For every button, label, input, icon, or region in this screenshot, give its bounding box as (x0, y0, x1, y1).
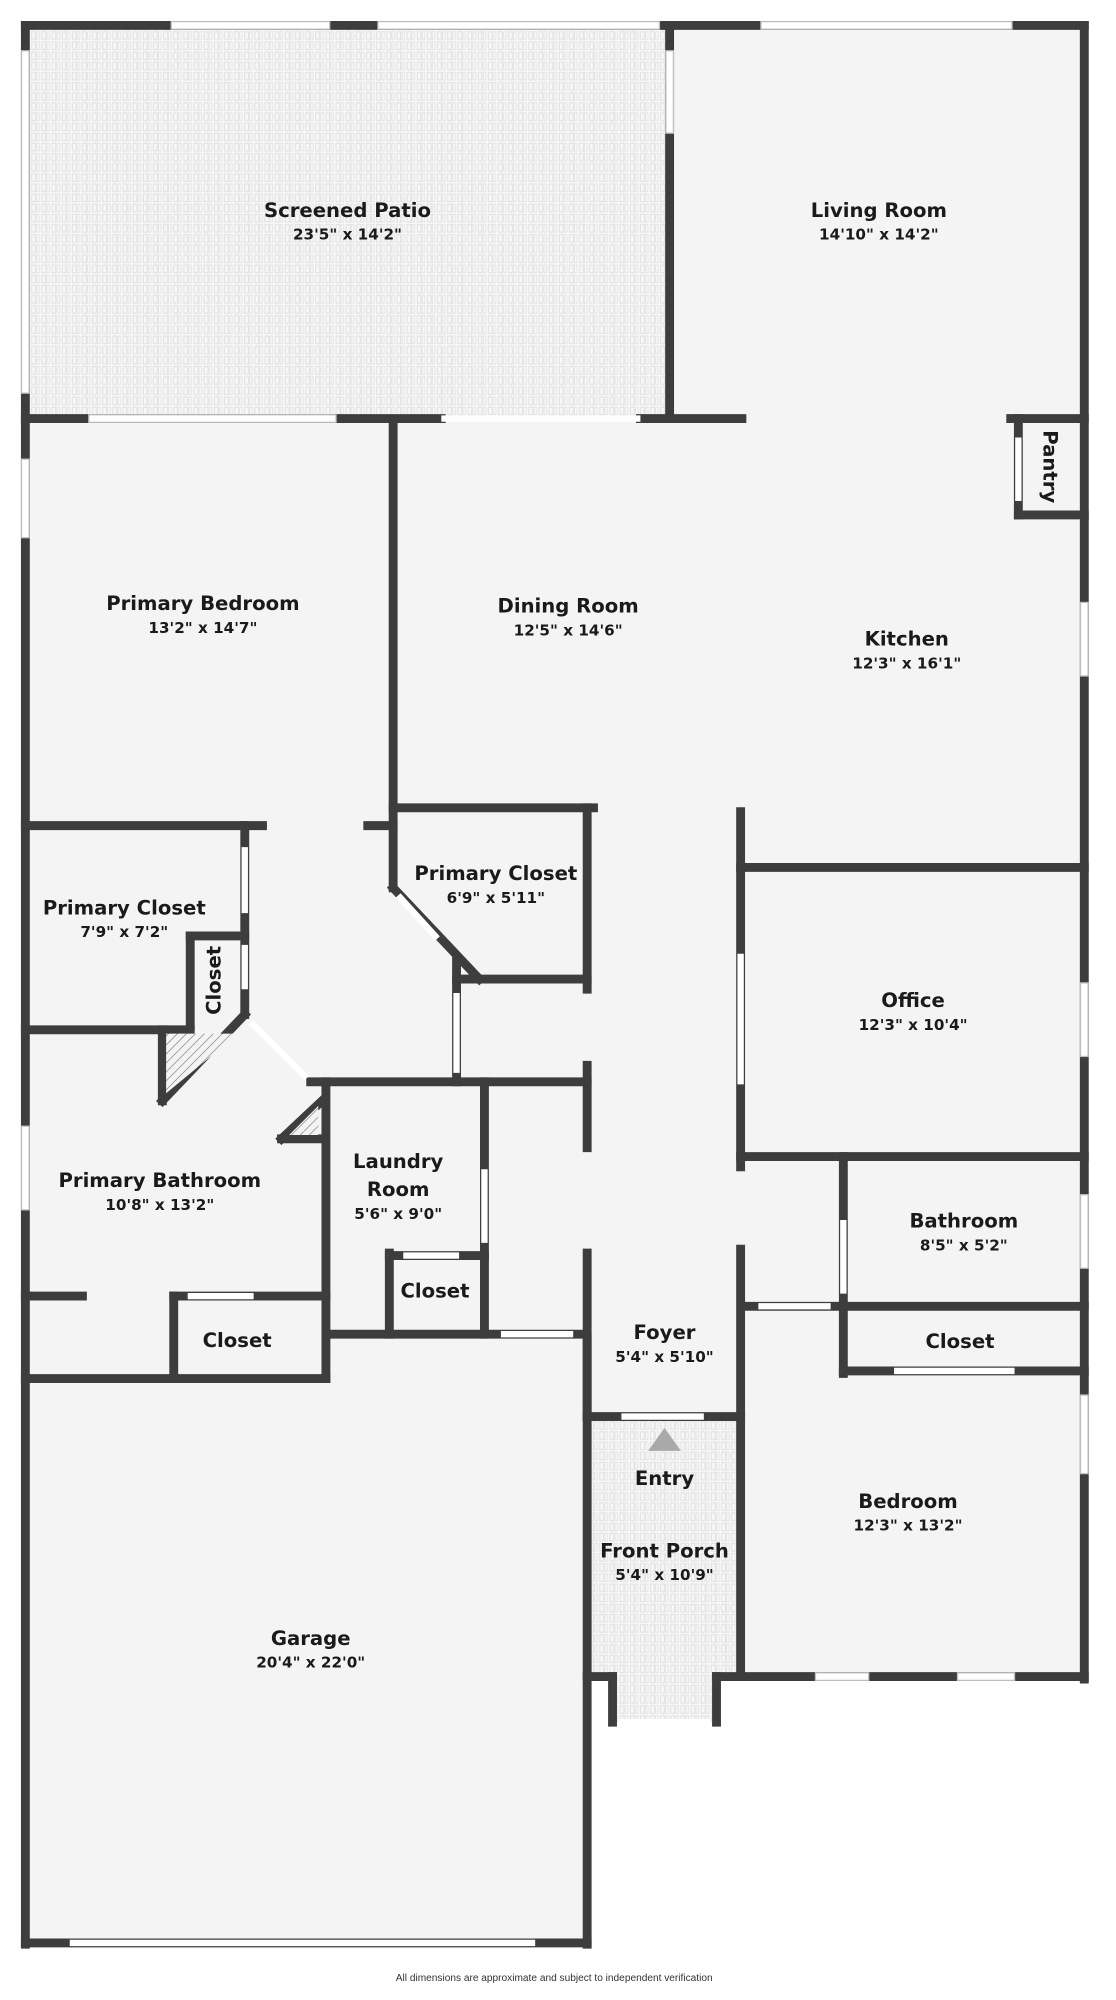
hatch-chase-1 (166, 1033, 239, 1094)
room-bedroom: Bedroom 12'3" x 13'2" (854, 1490, 963, 1535)
room-name: Bathroom (909, 1210, 1018, 1233)
room-primary-closet-left: Primary Closet 7'9" x 7'2" (43, 896, 206, 941)
room-laundry-closet: Closet (400, 1279, 469, 1302)
room-dimensions: 5'6" x 9'0" (354, 1205, 442, 1223)
porch-floor (592, 1420, 736, 1675)
room-name-line2: Room (367, 1178, 430, 1201)
room-living-room: Living Room 14'10" x 14'2" (811, 199, 947, 244)
room-hall-closet: Closet (925, 1330, 994, 1353)
room-name: Primary Bathroom (58, 1169, 261, 1192)
room-name: Bedroom (858, 1490, 958, 1513)
room-primary-bathroom: Primary Bathroom 10'8" x 13'2" (58, 1169, 261, 1214)
room-bath-closet: Closet (203, 1329, 272, 1352)
room-front-porch: Front Porch 5'4" x 10'9" (600, 1539, 729, 1584)
room-primary-bedroom: Primary Bedroom 13'2" x 14'7" (106, 592, 299, 637)
room-dimensions: 20'4" x 22'0" (256, 1654, 365, 1672)
room-dimensions: 12'3" x 13'2" (854, 1517, 963, 1535)
room-dimensions: 12'5" x 14'6" (514, 621, 623, 639)
entry-arrow-icon (648, 1428, 682, 1451)
room-name: Dining Room (498, 595, 639, 618)
room-name: Office (881, 989, 945, 1012)
room-dimensions: 23'5" x 14'2" (293, 226, 402, 244)
room-screened-patio: Screened Patio 23'5" x 14'2" (264, 199, 431, 244)
room-dimensions: 14'10" x 14'2" (819, 226, 939, 244)
room-name: Foyer (634, 1321, 696, 1344)
room-dimensions: 5'4" x 10'9" (615, 1566, 713, 1584)
doors (69, 415, 1022, 1947)
floors (25, 25, 1116, 2000)
room-dimensions: 7'9" x 7'2" (80, 923, 168, 941)
room-dimensions: 6'9" x 5'11" (447, 889, 545, 907)
room-dimensions: 13'2" x 14'7" (148, 619, 257, 637)
windows (20, 20, 1089, 1682)
room-office: Office 12'3" x 10'4" (859, 989, 968, 1034)
hatch-chase-2 (289, 1105, 319, 1136)
room-name: Kitchen (865, 628, 949, 651)
room-pantry: Pantry (1039, 430, 1062, 503)
room-laundry-room: Laundry Room 5'6" x 9'0" (353, 1150, 443, 1223)
room-name: Garage (271, 1627, 351, 1650)
room-foyer: Foyer 5'4" x 5'10" (615, 1321, 713, 1366)
room-bathroom: Bathroom 8'5" x 5'2" (909, 1210, 1018, 1255)
entry-label: Entry (635, 1467, 694, 1490)
room-dimensions: 12'3" x 16'1" (852, 654, 961, 672)
room-garage: Garage 20'4" x 22'0" (256, 1627, 365, 1672)
room-name: Primary Bedroom (106, 592, 299, 615)
room-dimensions: 5'4" x 5'10" (615, 1348, 713, 1366)
room-dining-room: Dining Room 12'5" x 14'6" (498, 595, 639, 640)
room-name: Screened Patio (264, 199, 431, 222)
room-primary-closet-right: Primary Closet 6'9" x 5'11" (414, 862, 577, 907)
patio-floor (27, 27, 669, 418)
room-closet-small: Closet (203, 946, 226, 1015)
disclaimer-footer: All dimensions are approximate and subje… (396, 1973, 713, 1984)
room-name: Front Porch (600, 1539, 729, 1562)
room-kitchen: Kitchen 12'3" x 16'1" (852, 628, 961, 673)
room-dimensions: 8'5" x 5'2" (920, 1236, 1008, 1254)
room-dimensions: 12'3" x 10'4" (859, 1016, 968, 1034)
room-name: Primary Closet (43, 896, 206, 919)
room-name: Living Room (811, 199, 947, 222)
room-name-line1: Laundry (353, 1150, 443, 1173)
room-dimensions: 10'8" x 13'2" (105, 1196, 214, 1214)
room-name: Primary Closet (414, 862, 577, 885)
